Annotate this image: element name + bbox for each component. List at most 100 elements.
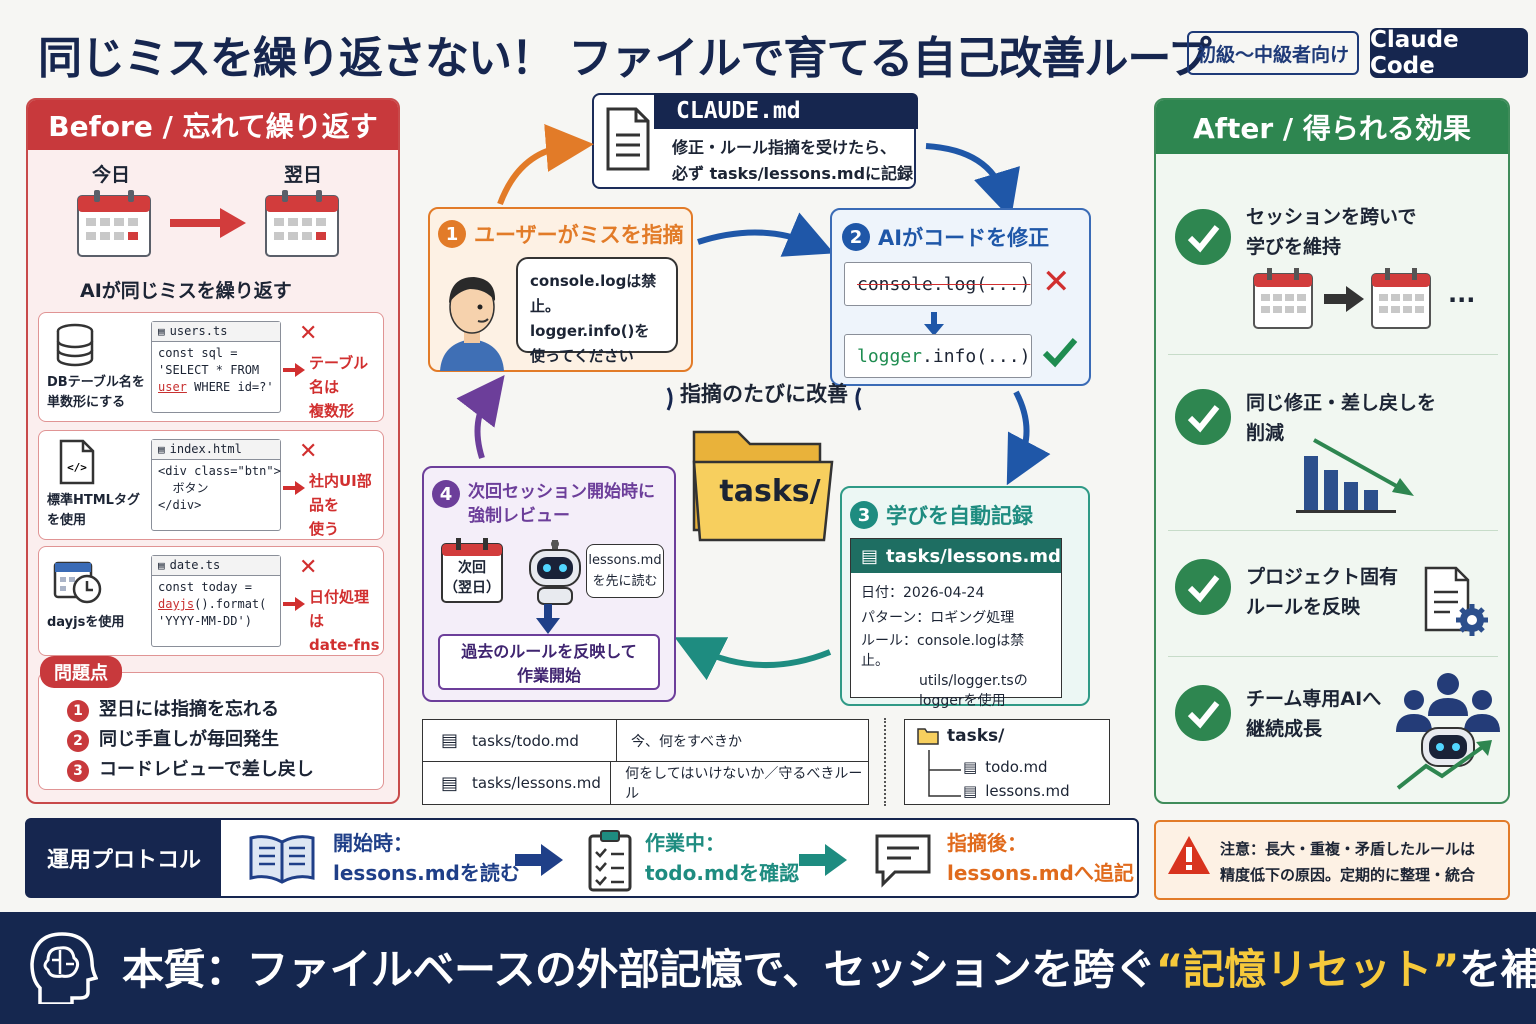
arrow-down-icon bbox=[536, 604, 560, 634]
dotted-divider bbox=[884, 718, 886, 806]
lessons-file-name: tasks/lessons.md bbox=[886, 545, 1061, 567]
result-text: 作業開始 bbox=[516, 666, 581, 685]
before-caption: AIが同じミスを繰り返す bbox=[80, 280, 292, 302]
tasks-folder-icon bbox=[690, 418, 836, 544]
folder-label: tasks/ bbox=[719, 474, 821, 509]
page-title: 同じミスを繰り返さない！ ファイルで育てる自己改善ループ bbox=[38, 33, 1212, 84]
protocol-step-action: todo.mdを確認 bbox=[645, 861, 800, 885]
team-robot-growth-icon bbox=[1392, 670, 1504, 792]
code-line: 'SELECT * FROM bbox=[158, 363, 260, 377]
before-panel: Before / 忘れて繰り返す 今日 翌日 AIが同じミスを繰り返す DBテー… bbox=[26, 98, 400, 804]
effect-text: ルールを反映 bbox=[1246, 596, 1361, 618]
loop-caption: 指摘のたびに改善 bbox=[680, 382, 848, 406]
file-icon: ▤ bbox=[963, 782, 978, 800]
code-error-token: dayjs bbox=[158, 597, 195, 611]
ellipsis: ... bbox=[1448, 280, 1476, 308]
correct-rule: 使う bbox=[309, 520, 340, 538]
protocol-step-title: 指摘後： bbox=[947, 831, 1027, 855]
red-arrow-icon bbox=[283, 597, 305, 611]
step2-card: 2 AIがコードを修正 console.log(...) ✕ logger.in… bbox=[830, 208, 1091, 386]
file-name: date.ts bbox=[169, 558, 221, 572]
open-book-icon bbox=[247, 834, 317, 884]
protocol-heading: 運用プロトコル bbox=[27, 820, 221, 896]
code-line: </div> bbox=[158, 498, 202, 512]
error-x-icon: ✕ bbox=[1042, 262, 1071, 302]
mistake-example-card: DBテーブル名を単数形にする ▤users.ts const sql = 'SE… bbox=[38, 312, 384, 422]
file-icon: ▤ bbox=[158, 325, 165, 338]
tree-item: lessons.md bbox=[985, 782, 1070, 800]
calendar-icon bbox=[1252, 266, 1314, 330]
robot-icon bbox=[524, 540, 586, 606]
table-row: ▤tasks/todo.md 今、何をすべきか bbox=[423, 720, 868, 762]
step-title: ユーザーがミスを指摘 bbox=[474, 223, 684, 247]
warning-icon bbox=[1166, 834, 1212, 876]
calendar-nextday-icon bbox=[264, 188, 340, 258]
number-badge: 3 bbox=[67, 760, 89, 782]
effect-text: 同じ修正・差し戻しを bbox=[1246, 392, 1437, 414]
example-label: dayjsを使用 bbox=[47, 615, 125, 630]
correct-rule: テーブル名は bbox=[309, 354, 369, 396]
files-table: ▤tasks/todo.md 今、何をすべきか ▤ tasks/lessons.m… bbox=[422, 719, 869, 805]
footer-highlight: “記憶リセット” bbox=[1155, 945, 1460, 994]
error-x-icon: ✕ bbox=[299, 555, 318, 580]
divider bbox=[1168, 656, 1498, 657]
example-label: 標準HTMLタグ bbox=[47, 493, 140, 508]
protocol-step-action: lessons.mdへ追記 bbox=[947, 861, 1134, 885]
divider bbox=[1168, 354, 1498, 355]
bubble-text: console.logは禁止。 bbox=[530, 272, 657, 315]
user-speech-bubble: console.logは禁止。 logger.info()を 使ってください bbox=[516, 257, 678, 365]
bubble-text: lessons.md bbox=[588, 553, 662, 568]
step-title: 強制レビュー bbox=[468, 506, 570, 526]
code-line: const today = bbox=[158, 580, 252, 594]
file-description: 何をしてはいけないか／守るべきルール bbox=[625, 766, 863, 802]
check-circle-icon bbox=[1174, 388, 1232, 446]
file-description: 今、何をすべきか bbox=[631, 733, 743, 750]
calendar-text: （翌日） bbox=[444, 580, 500, 596]
after-panel: After / 得られる効果 セッションを跨いで学びを維持 ... 同じ修正・差… bbox=[1154, 98, 1510, 804]
step-number-badge: 4 bbox=[432, 480, 460, 508]
bad-code-box: console.log(...) bbox=[844, 262, 1032, 306]
tree-item: todo.md bbox=[985, 758, 1048, 776]
document-icon bbox=[606, 107, 650, 171]
file-icon: ▤ bbox=[441, 772, 459, 794]
today-label: 今日 bbox=[92, 164, 131, 186]
footer-text: 本質：ファイルベースの外部記憶で、セッションを跨ぐ bbox=[122, 945, 1156, 994]
file-name: users.ts bbox=[169, 324, 228, 338]
claude-md-rule: 必ず tasks/lessons.mdに記録 bbox=[672, 164, 914, 183]
step1-card: 1 ユーザーがミスを指摘 console.logは禁止。 logger.info… bbox=[428, 207, 693, 372]
file-icon: ▤ bbox=[158, 559, 165, 572]
arrow-right-icon bbox=[1324, 286, 1364, 312]
tool-badge: Claude Code bbox=[1370, 27, 1528, 79]
step-number-badge: 1 bbox=[438, 220, 466, 248]
after-heading: After / 得られる効果 bbox=[1156, 100, 1508, 154]
html-file-icon: </> bbox=[59, 439, 95, 485]
file-tree: tasks/ ▤todo.md ▤lessons.md bbox=[904, 719, 1110, 805]
correct-rule: 複数形 bbox=[309, 402, 355, 420]
bubble-text: を先に読む bbox=[592, 574, 658, 589]
caption-brackets bbox=[664, 384, 864, 414]
robot-speech-bubble: lessons.md を先に読む bbox=[586, 544, 664, 598]
warning-box: 注意：長大・重複・矛盾したルールは 精度低下の原因。定期的に整理・統合 bbox=[1154, 820, 1510, 900]
lesson-rule: utils/logger.tsの bbox=[919, 673, 1028, 689]
footer-message: 本質：ファイルベースの外部記憶で、セッションを跨ぐ“記憶リセット”を補う bbox=[122, 936, 1536, 997]
document-gear-icon bbox=[1422, 564, 1492, 638]
code-snippet: ▤index.html <div class="btn"> ボタン </div> bbox=[151, 439, 281, 531]
good-code-box: logger.info(...) bbox=[844, 334, 1032, 378]
effect-text: 継続成長 bbox=[1246, 718, 1323, 740]
result-text: 過去のルールを反映して bbox=[461, 642, 637, 661]
step-number-badge: 3 bbox=[850, 501, 878, 529]
correct-rule: 社内UI部品を bbox=[309, 472, 372, 514]
lesson-pattern: パターン：ロギング処理 bbox=[861, 610, 1015, 626]
effect-text: 学びを維持 bbox=[1246, 236, 1342, 258]
arrow-step2-to-step3 bbox=[1006, 390, 1051, 486]
calendar-today-icon bbox=[76, 188, 152, 258]
error-x-icon: ✕ bbox=[299, 321, 318, 346]
file-icon: ▤ bbox=[158, 443, 165, 456]
tree-lines bbox=[925, 750, 965, 802]
arrow-claude-to-step2 bbox=[925, 143, 1020, 219]
arrow-right-icon bbox=[515, 844, 563, 876]
file-name: tasks/lessons.md bbox=[472, 774, 601, 792]
code-snippet: ▤users.ts const sql = 'SELECT * FROM use… bbox=[151, 321, 281, 413]
